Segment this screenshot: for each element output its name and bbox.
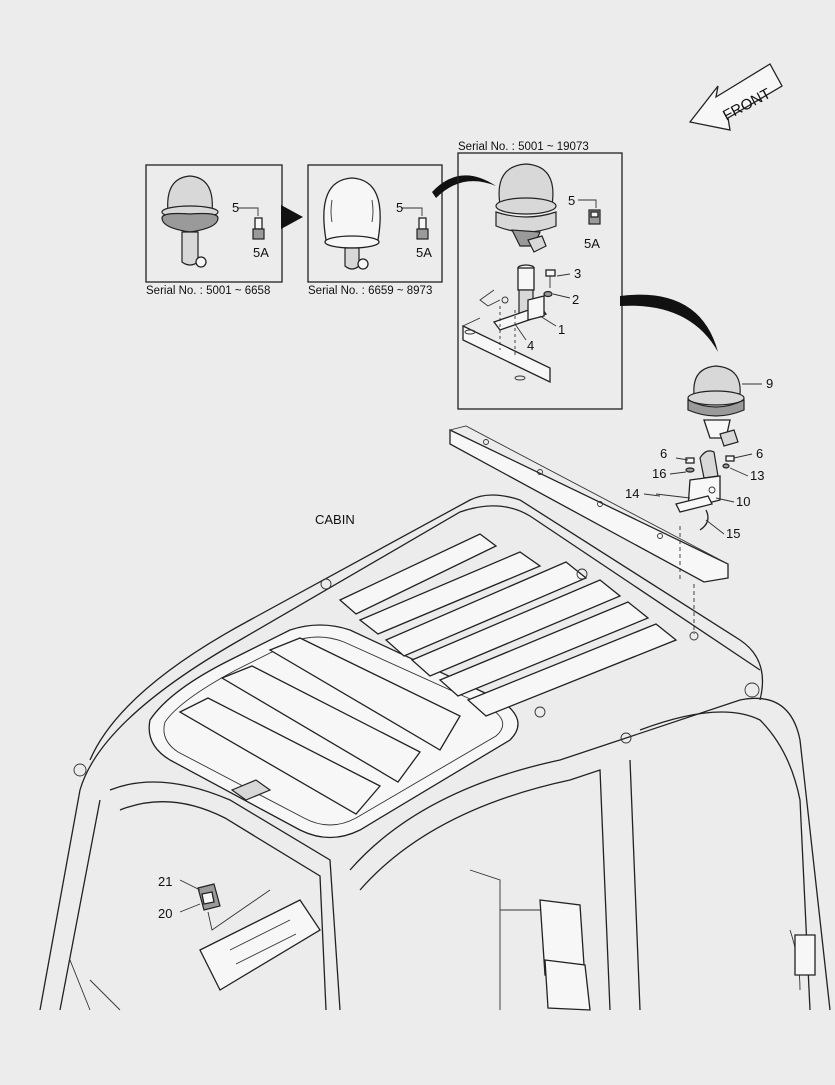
bulb-icon: [578, 199, 601, 225]
cabin-label: CABIN: [315, 512, 355, 527]
beacon-lamp-icon: [161, 175, 219, 268]
bracket: [479, 289, 548, 331]
callout-6: 6: [660, 446, 667, 461]
beacon-lamp-icon: [495, 163, 557, 253]
callout-5a: 5A: [416, 245, 432, 260]
switch-icon: [197, 883, 271, 931]
serial-box-2: 5 5A Serial No. : 6659 ~ 8973: [307, 164, 443, 297]
callout-14: 14: [625, 486, 639, 501]
roof-rail-section: [462, 306, 551, 384]
serial-caption-2: Serial No. : 6659 ~ 8973: [308, 285, 432, 297]
cabin-body: [39, 494, 831, 1011]
leader-lines: [514, 273, 571, 341]
serial-caption-3: Serial No. : 5001 ~ 19073: [458, 141, 589, 153]
callout-13: 13: [750, 468, 764, 483]
serial-box-1: 5 5A Serial No. : 5001 ~ 6658: [145, 164, 283, 297]
bolt-icon: [545, 269, 556, 288]
bulb-icon: [402, 207, 429, 240]
callout-5a: 5A: [584, 236, 600, 251]
callout-5a: 5A: [253, 245, 269, 260]
curved-arrow: [620, 294, 718, 352]
bulb-icon: [238, 207, 265, 240]
callout-1: 1: [558, 322, 565, 337]
mount-bracket-assembly: [655, 450, 735, 531]
callout-5: 5: [568, 193, 575, 208]
leader-lines: [643, 453, 753, 535]
callout-4: 4: [527, 338, 534, 353]
callout-2: 2: [572, 292, 579, 307]
serial-box-3: Serial No. : 5001 ~ 19073 5 5A: [457, 141, 623, 410]
serial-caption-1: Serial No. : 5001 ~ 6658: [146, 285, 270, 297]
led-beacon-lamp-icon: [687, 365, 745, 447]
callout-9: 9: [766, 376, 773, 391]
callout-10: 10: [736, 494, 750, 509]
transition-arrow-icon: [281, 205, 303, 229]
washer-icon: [543, 290, 553, 298]
callout-6: 6: [756, 446, 763, 461]
callout-5: 5: [232, 200, 239, 215]
roof-mount-rail: [449, 425, 729, 634]
callout-21: 21: [158, 874, 172, 889]
callout-15: 15: [726, 526, 740, 541]
curved-arrow: [432, 175, 496, 198]
front-arrow: FRONT: [688, 63, 783, 131]
callout-5: 5: [396, 200, 403, 215]
beacon-lamp-icon: [323, 177, 381, 270]
callout-16: 16: [652, 466, 666, 481]
callout-3: 3: [574, 266, 581, 281]
callout-20: 20: [158, 906, 172, 921]
